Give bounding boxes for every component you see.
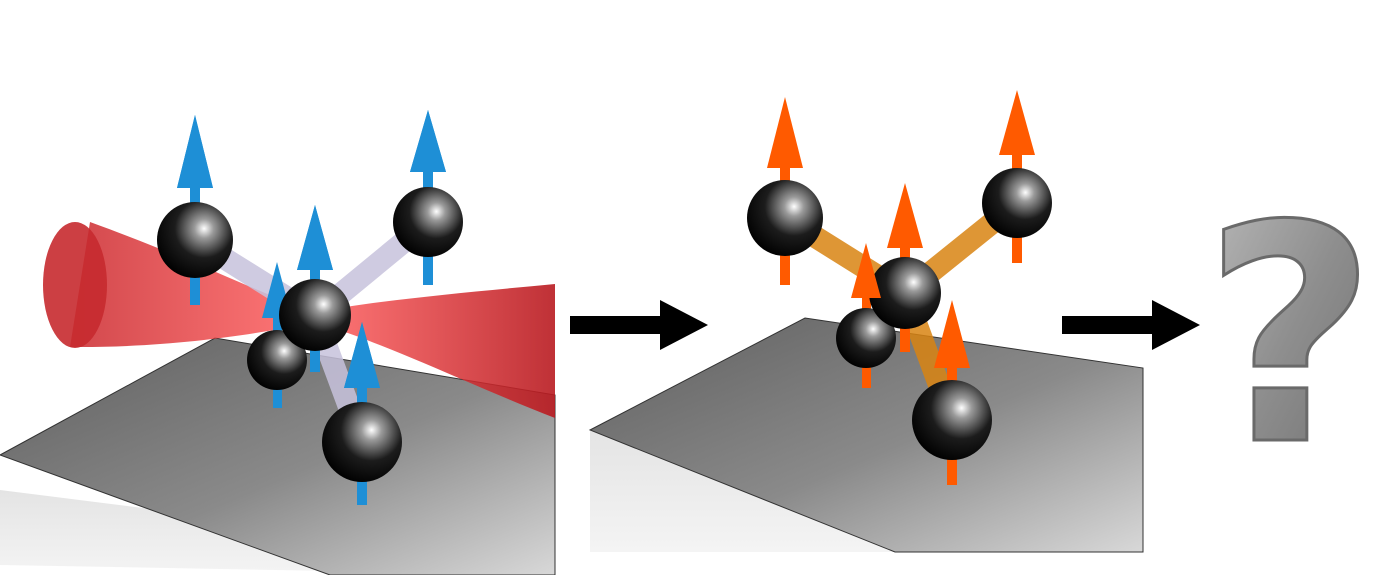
atom bbox=[836, 308, 896, 368]
surface-plate bbox=[588, 317, 1144, 553]
atom bbox=[157, 202, 233, 278]
question-mark: ? bbox=[1203, 162, 1377, 511]
atom bbox=[747, 180, 823, 256]
atoms bbox=[157, 187, 463, 482]
arrow-2 bbox=[1062, 300, 1200, 350]
atom-center bbox=[869, 257, 941, 329]
arrow-1 bbox=[570, 300, 708, 350]
atom bbox=[247, 330, 307, 390]
atom-center bbox=[279, 279, 351, 351]
panel-2 bbox=[588, 90, 1144, 553]
surface-plate bbox=[0, 337, 556, 575]
spin-arrow-heads bbox=[177, 110, 446, 388]
atom bbox=[322, 402, 402, 482]
panel-1 bbox=[0, 110, 556, 575]
atoms bbox=[747, 168, 1052, 460]
spin-arrow-heads bbox=[767, 90, 1035, 368]
atom bbox=[982, 168, 1052, 238]
atom bbox=[393, 187, 463, 257]
atom bbox=[912, 380, 992, 460]
